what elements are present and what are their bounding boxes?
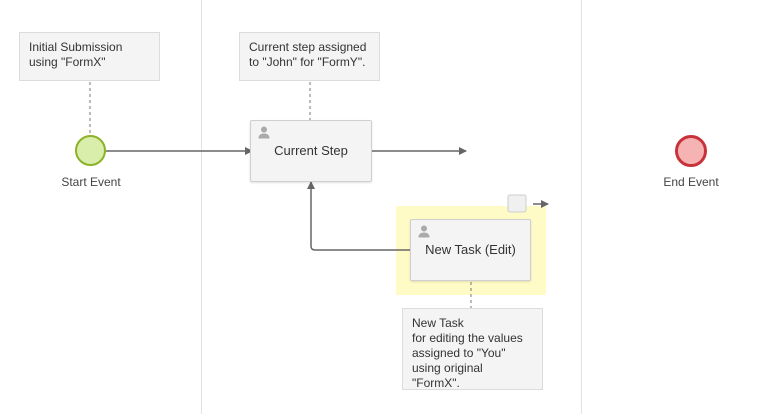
user-icon <box>418 225 430 238</box>
lane-divider <box>201 0 202 414</box>
end-event-label: End Event <box>663 175 719 189</box>
user-icon <box>258 126 270 139</box>
task-new-task-edit[interactable]: New Task (Edit) <box>410 219 531 281</box>
end-event[interactable] <box>675 135 707 167</box>
task-new-task-label: New Task (Edit) <box>425 242 516 257</box>
context-pad[interactable] <box>507 194 549 213</box>
append-task-icon[interactable] <box>507 194 527 213</box>
start-event-label: Start Event <box>61 175 121 189</box>
lane-divider <box>581 0 582 414</box>
task-current-step[interactable]: Current Step <box>250 120 372 182</box>
annotation-current-step: Current step assigned to "John" for "For… <box>239 32 380 81</box>
annotation-new-task: New Task for editing the values assigned… <box>402 308 543 390</box>
start-event[interactable] <box>75 135 106 166</box>
annotation-initial-submission: Initial Submission using "FormX" <box>19 32 160 81</box>
task-current-step-label: Current Step <box>274 143 348 158</box>
flow-newtask-to-current[interactable] <box>307 181 411 251</box>
